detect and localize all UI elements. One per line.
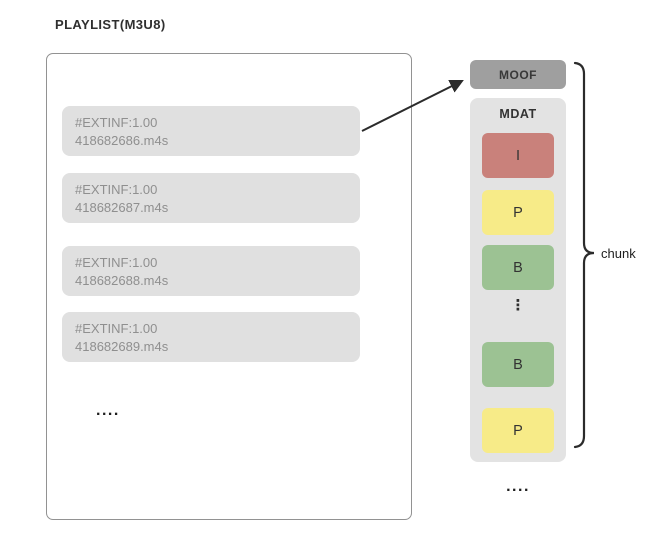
frame-b: B — [482, 245, 554, 290]
mdat-box: MDAT I P B ⋮ B P — [470, 98, 566, 462]
frame-b: B — [482, 342, 554, 387]
frame-p: P — [482, 190, 554, 235]
chunk-more-ellipsis: .... — [506, 478, 530, 495]
segment-filename: 418682686.m4s — [75, 132, 169, 148]
segment-extinf-tag: #EXTINF:1.00 — [75, 254, 158, 270]
segment-filename: 418682689.m4s — [75, 338, 169, 354]
frame-label: P — [513, 204, 523, 221]
frame-i: I — [482, 133, 554, 178]
frame-label: B — [513, 259, 523, 276]
playlist-segment: #EXTINF:1.00 418682686.m4s — [62, 106, 360, 156]
playlist-segment: #EXTINF:1.00 418682687.m4s — [62, 173, 360, 223]
frame-label: B — [513, 356, 523, 373]
segment-extinf-tag: #EXTINF:1.00 — [75, 320, 158, 336]
playlist-segment: #EXTINF:1.00 418682688.m4s — [62, 246, 360, 296]
moof-box: MOOF — [470, 60, 566, 89]
chunk-brace — [573, 61, 595, 449]
segment-filename: 418682687.m4s — [75, 199, 169, 215]
segment-filename: 418682688.m4s — [75, 272, 169, 288]
frame-label: I — [515, 147, 521, 164]
moof-label: MOOF — [499, 67, 537, 82]
segment-extinf-tag: #EXTINF:1.00 — [75, 181, 158, 197]
frames-vertical-ellipsis: ⋮ — [510, 296, 526, 314]
segment-extinf-tag: #EXTINF:1.00 — [75, 114, 158, 130]
page-title: PLAYLIST(M3U8) — [55, 17, 166, 32]
playlist-segment: #EXTINF:1.00 418682689.m4s — [62, 312, 360, 362]
chunk-label: chunk — [601, 246, 636, 261]
mdat-label: MDAT — [499, 107, 537, 121]
playlist-more-ellipsis: .... — [96, 402, 120, 419]
frame-p: P — [482, 408, 554, 453]
frame-label: P — [513, 422, 523, 439]
